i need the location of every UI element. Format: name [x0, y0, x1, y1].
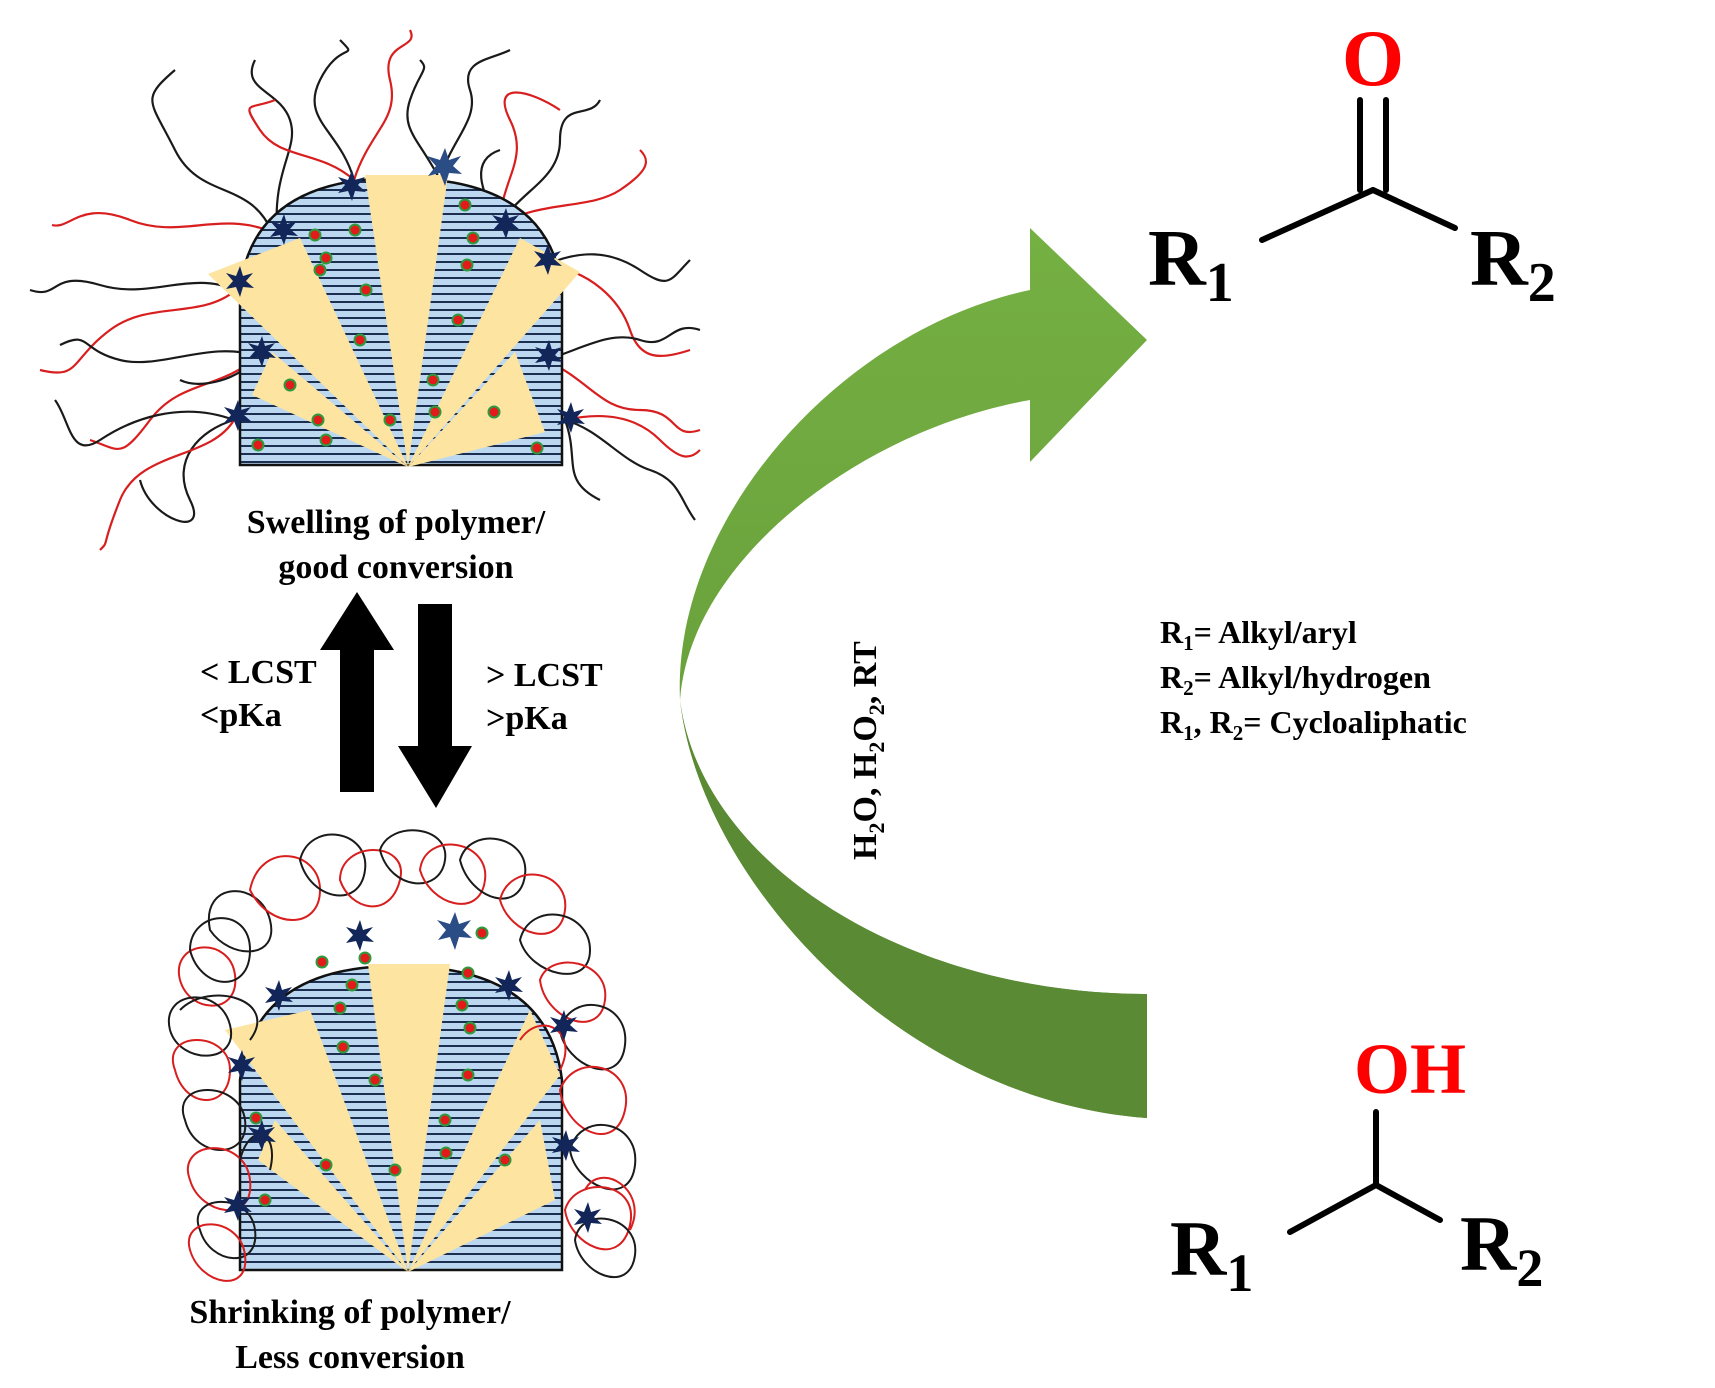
shrunken-particle — [167, 829, 637, 1282]
collapsed-polymer-coils — [167, 829, 637, 1282]
equilibrium-arrows — [320, 592, 472, 808]
up-arrow — [320, 592, 394, 792]
catalyst-dots-bottom — [249, 926, 512, 1207]
ketone-bonds — [1259, 97, 1458, 243]
swelling-caption-line1: Swelling of polymer/ — [247, 504, 546, 541]
swelling-caption-line2: good conversion — [278, 549, 513, 586]
shrinking-caption-line1: Shrinking of polymer/ — [189, 1294, 511, 1331]
ketone-oxygen: O — [1342, 15, 1404, 103]
catalyst-dots — [251, 198, 544, 455]
alcohol-r1: R1 — [1170, 1205, 1253, 1303]
swollen-particle — [29, 29, 701, 551]
pore-cones-bottom — [225, 964, 560, 1272]
alcohol-bonds — [1287, 1109, 1443, 1235]
shrinking-caption-line2: Less conversion — [235, 1339, 465, 1376]
reaction-arrow-lower — [680, 700, 1147, 1118]
definition-r1: R1= Alkyl/aryl — [1160, 614, 1357, 655]
right-condition-line2: >pKa — [486, 700, 568, 737]
labels: Swelling of polymer/ good conversion < L… — [189, 15, 1555, 1376]
ketone-r1: R1 — [1148, 215, 1234, 314]
left-condition-line1: < LCST — [200, 654, 317, 691]
definition-r2: R2= Alkyl/hydrogen — [1160, 659, 1431, 700]
down-arrow — [398, 604, 472, 808]
pore-cones — [208, 175, 580, 467]
right-condition-line1: > LCST — [486, 657, 603, 694]
alcohol-hydroxyl: OH — [1354, 1029, 1466, 1109]
active-site-stars — [224, 148, 602, 1233]
extended-polymer-chains — [29, 29, 701, 551]
alcohol-r2: R2 — [1460, 1200, 1543, 1298]
reagents-label: H2O, H2O2, RT — [847, 641, 889, 860]
ketone-r2: R2 — [1470, 215, 1556, 314]
left-condition-line2: <pKa — [200, 697, 282, 734]
definition-r1-r2: R1, R2= Cycloaliphatic — [1160, 704, 1467, 745]
